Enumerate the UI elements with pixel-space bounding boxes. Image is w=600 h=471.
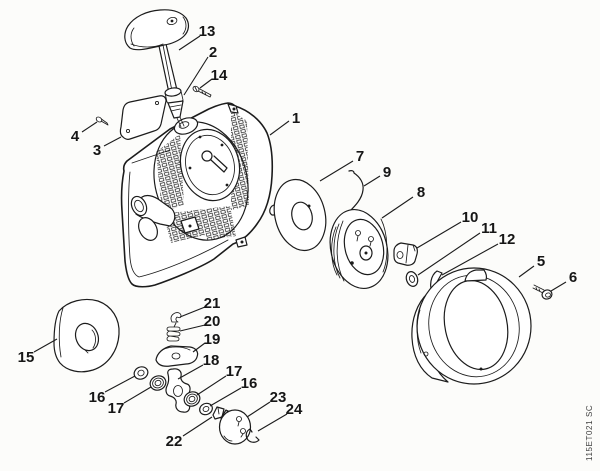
callout-6: 6 bbox=[569, 269, 577, 286]
callout-8: 8 bbox=[417, 184, 425, 201]
part-15-cover bbox=[53, 298, 120, 373]
leader-line-1 bbox=[269, 120, 290, 136]
part-4-screw bbox=[95, 116, 109, 126]
part-20-spring bbox=[166, 322, 181, 342]
callout-18: 18 bbox=[203, 352, 220, 369]
part-3-cover-plate bbox=[119, 95, 167, 140]
rope-coils bbox=[331, 218, 388, 282]
callout-23: 23 bbox=[270, 389, 287, 406]
leader-line-10 bbox=[416, 221, 462, 249]
leader-line-13 bbox=[178, 35, 201, 51]
part-18-pawl bbox=[165, 368, 191, 413]
callout-4: 4 bbox=[71, 128, 80, 145]
leader-line-8 bbox=[381, 196, 414, 219]
callout-3: 3 bbox=[93, 142, 101, 159]
leader-line-17-right bbox=[196, 375, 227, 396]
callout-16-left: 16 bbox=[89, 389, 106, 406]
leader-line-19 bbox=[192, 342, 206, 353]
leader-line-14 bbox=[199, 78, 213, 89]
leader-line-18 bbox=[177, 364, 204, 380]
leader-line-24 bbox=[257, 413, 288, 432]
callout-2: 2 bbox=[209, 44, 217, 61]
callout-15: 15 bbox=[18, 349, 35, 366]
leader-line-12 bbox=[441, 243, 499, 276]
leader-line-4 bbox=[81, 121, 98, 133]
callout-10: 10 bbox=[462, 209, 479, 226]
part-19-bracket bbox=[155, 345, 199, 367]
callout-19: 19 bbox=[204, 331, 221, 348]
rope-bushing-boss bbox=[173, 117, 199, 135]
housing-hub bbox=[201, 150, 213, 162]
callout-5: 5 bbox=[537, 253, 545, 270]
drawing-number-watermark: 115ET021 SC bbox=[585, 405, 594, 461]
callout-17-right: 17 bbox=[226, 363, 243, 380]
part-11-washer bbox=[405, 271, 419, 287]
leader-line-16-right bbox=[209, 387, 242, 407]
part-6-screw bbox=[532, 284, 553, 300]
leader-line-3 bbox=[103, 136, 122, 147]
callout-22: 22 bbox=[166, 433, 183, 450]
leader-lines bbox=[33, 35, 567, 437]
callout-11: 11 bbox=[481, 220, 497, 237]
leader-line-15 bbox=[33, 338, 58, 353]
callout-17-left: 17 bbox=[108, 400, 125, 417]
housing-oval-hole bbox=[138, 217, 158, 241]
part-16-washer-right bbox=[199, 402, 213, 416]
part-24-e-clip bbox=[245, 428, 260, 443]
part-10-pawl bbox=[393, 242, 418, 266]
part-8-rope-rotor bbox=[329, 209, 389, 289]
callout-13: 13 bbox=[199, 23, 216, 40]
part-7-spring-washer bbox=[269, 178, 327, 252]
callout-7: 7 bbox=[356, 148, 364, 165]
housing-shaft bbox=[210, 155, 228, 173]
part-17-washer-right bbox=[183, 391, 201, 407]
callout-16-right: 16 bbox=[241, 375, 258, 392]
leader-line-20 bbox=[179, 324, 206, 332]
part-1-fan-housing bbox=[120, 102, 274, 288]
leader-line-5 bbox=[518, 265, 535, 278]
part-23-carrier-disc bbox=[218, 409, 252, 445]
grip-handle bbox=[124, 9, 190, 51]
ring-top-tab bbox=[464, 269, 487, 282]
part-21-hook bbox=[170, 312, 182, 323]
part-14-screw bbox=[192, 85, 212, 98]
leader-line-21 bbox=[179, 306, 206, 318]
leader-line-16-left bbox=[104, 375, 136, 393]
callout-21: 21 bbox=[204, 295, 221, 312]
leader-line-23 bbox=[246, 401, 271, 418]
rope-cord bbox=[176, 116, 185, 128]
callout-1: 1 bbox=[292, 110, 300, 127]
leader-line-7 bbox=[319, 160, 354, 182]
leader-line-9 bbox=[363, 175, 381, 187]
leader-line-22 bbox=[182, 416, 213, 437]
housing-dish bbox=[179, 128, 241, 202]
leader-line-6 bbox=[550, 281, 567, 292]
callout-14: 14 bbox=[211, 67, 228, 84]
callout-labels: 1 2 3 4 5 6 7 8 9 10 11 12 13 14 15 16 1… bbox=[18, 23, 578, 450]
part-2-starter-rope bbox=[164, 87, 185, 128]
leader-line-17-left bbox=[123, 386, 152, 404]
callout-12: 12 bbox=[499, 231, 516, 248]
part-5-cover-ring bbox=[411, 267, 532, 385]
part-9-spring-wire bbox=[348, 170, 364, 213]
part-13-starter-grip bbox=[124, 9, 190, 128]
leader-line-2 bbox=[183, 56, 209, 96]
part-17-washer-left bbox=[149, 375, 167, 391]
callout-24: 24 bbox=[286, 401, 303, 418]
leader-line-11 bbox=[417, 232, 481, 276]
callout-9: 9 bbox=[383, 164, 391, 181]
part-16-washer-left bbox=[133, 366, 149, 380]
callout-20: 20 bbox=[204, 313, 221, 330]
